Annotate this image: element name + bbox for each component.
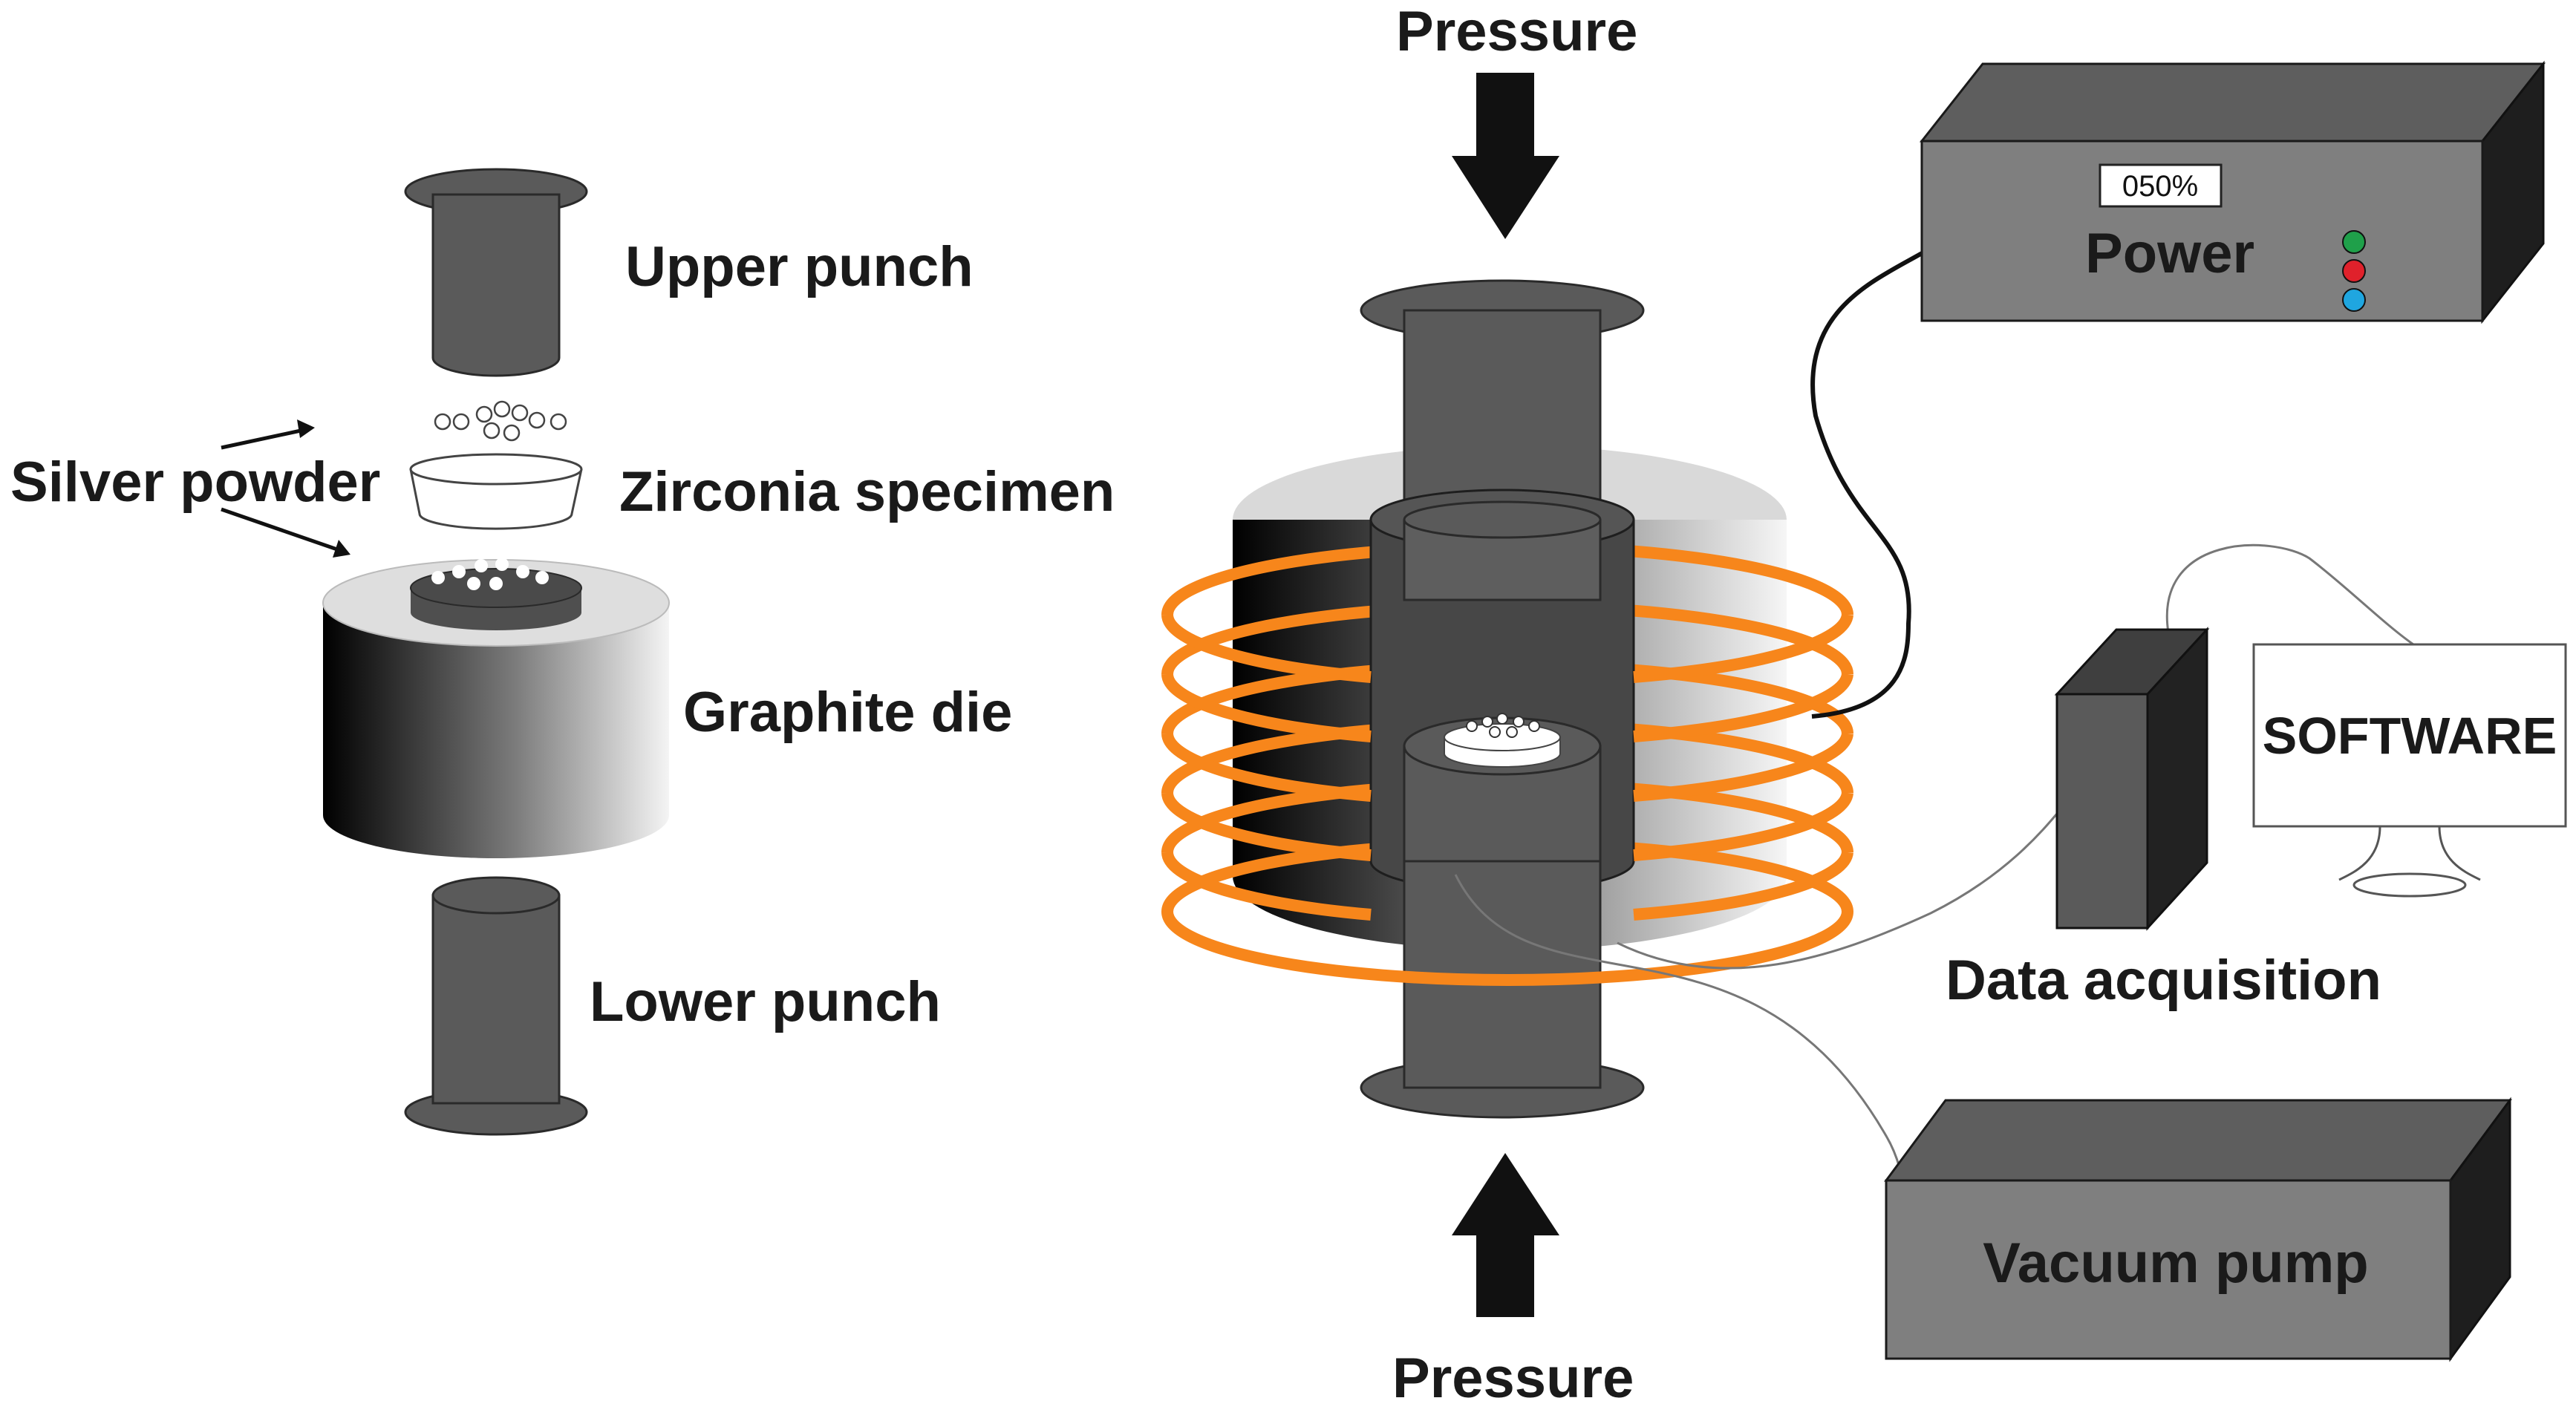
silver-powder-label: Silver powder	[10, 451, 380, 514]
led-red	[2342, 259, 2366, 283]
power-display-value: 050%	[2122, 170, 2198, 203]
software-label: SOFTWARE	[2263, 707, 2557, 765]
led-blue	[2342, 288, 2366, 312]
pressure-top-label: Pressure	[1396, 0, 1637, 63]
pressure-arrow-top	[1452, 73, 1559, 239]
data-acquisition-label: Data acquisition	[1946, 949, 2381, 1012]
graphite-die-label: Graphite die	[683, 681, 1012, 744]
upper-punch-label: Upper punch	[625, 235, 974, 298]
pressure-arrow-bottom	[1452, 1153, 1559, 1317]
lower-punch-label: Lower punch	[590, 970, 941, 1033]
data-acquisition-unit: Data acquisition	[1946, 627, 2381, 1012]
zirconia-specimen-shape	[409, 453, 583, 530]
vacuum-pump-label: Vacuum pump	[1983, 1232, 2368, 1295]
graphite-die-shape	[322, 558, 670, 858]
lower-punch-shape	[404, 876, 588, 1136]
chamber-lower-punch	[1360, 860, 1645, 1119]
sps-chamber: Pressure Pressure	[1161, 0, 1853, 1410]
silver-powder-arrows	[221, 419, 350, 558]
zirconia-specimen-label: Zirconia specimen	[619, 460, 1115, 523]
chamber-inner-die	[1369, 489, 1635, 892]
silver-powder-particles	[434, 400, 567, 442]
led-green	[2342, 230, 2366, 254]
induction-coil-front	[1161, 613, 1853, 986]
power-supply: 050% Power	[1919, 60, 2546, 324]
power-label: Power	[2085, 222, 2254, 285]
power-display	[2099, 163, 2223, 208]
software-monitor: SOFTWARE	[2252, 643, 2567, 898]
upper-punch-shape	[404, 168, 588, 377]
pressure-bottom-label: Pressure	[1392, 1347, 1634, 1410]
vacuum-pump: Vacuum pump	[1884, 1097, 2512, 1362]
exploded-view: Upper punch Silver powder Zirconia speci…	[10, 168, 1115, 1136]
